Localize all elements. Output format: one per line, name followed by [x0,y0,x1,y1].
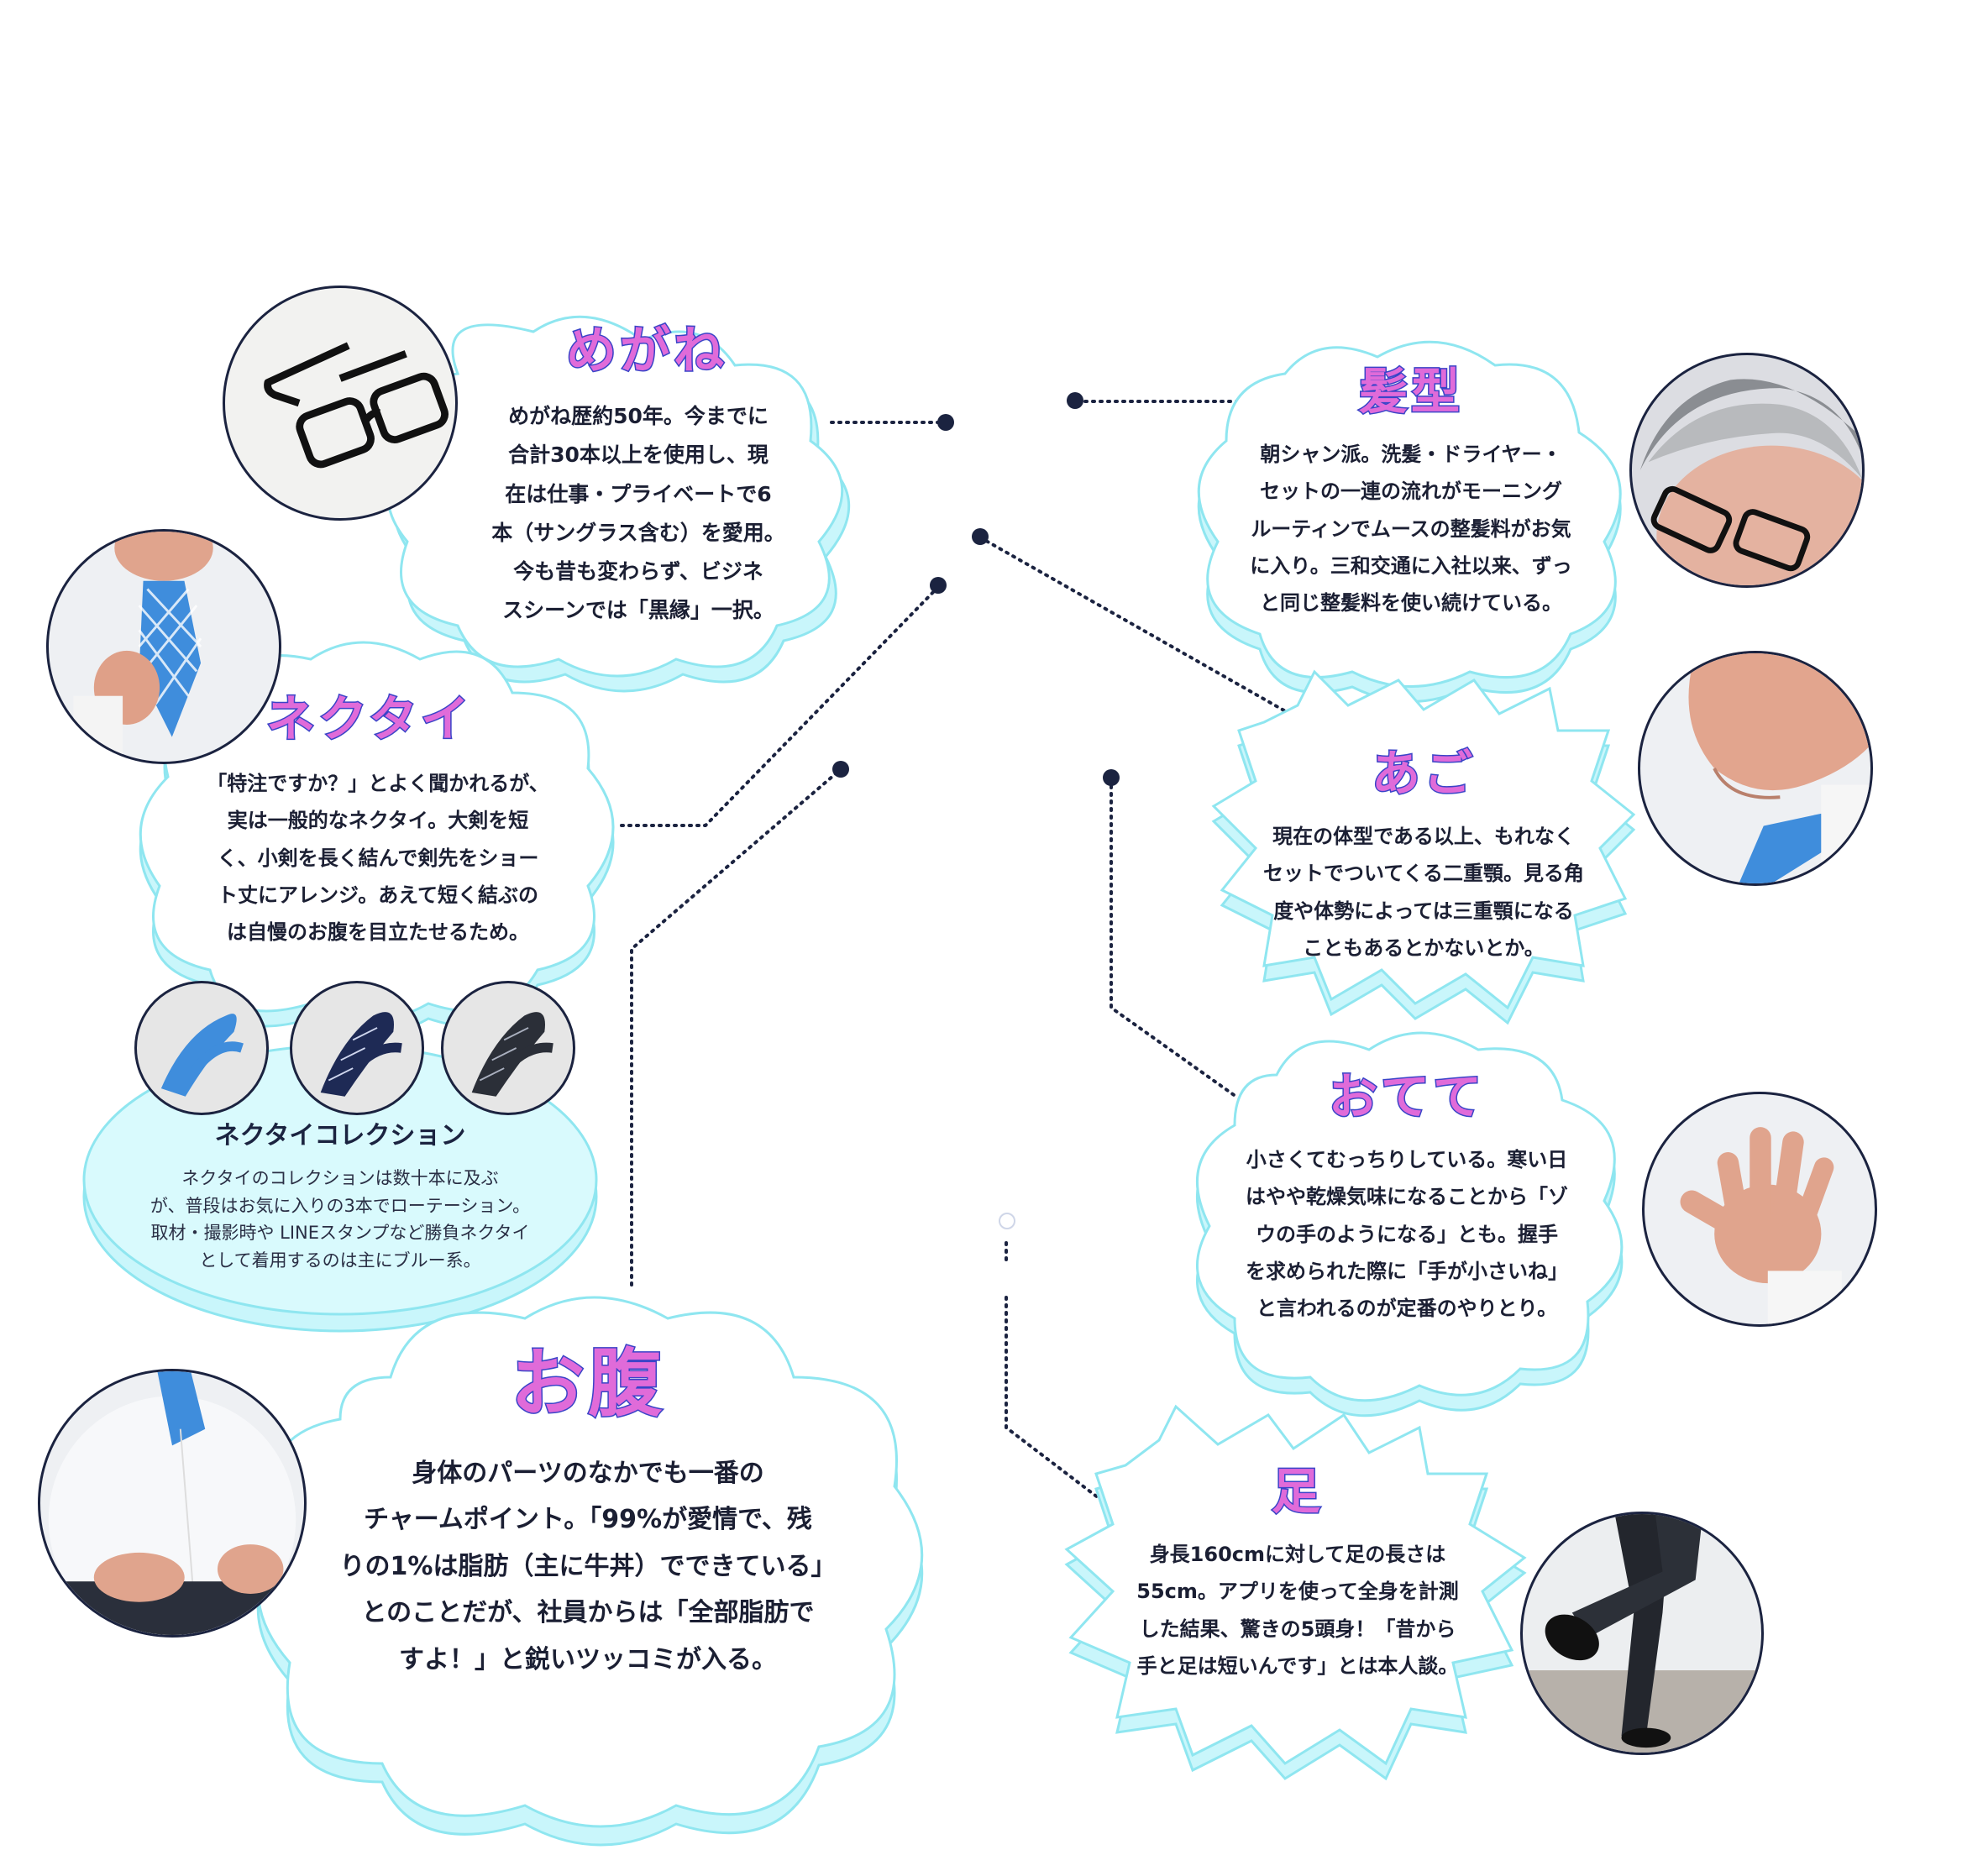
belly-photo [38,1369,307,1638]
connector-ashi [1005,1296,1110,1507]
navy-stripe-tie-icon [290,981,424,1115]
otete-bubble: おてて 小さくてむっちりしている。寒い日 はやや乾燥気味になることから「ゾ ウの… [1184,1031,1629,1417]
kamigata-bubble: 髪型 朝シャン派。洗髪・ドライヤー・ セットの一連の流れがモーニング ルーティン… [1193,340,1629,703]
connector-dot-otete [1103,769,1120,786]
necktie-photo [46,529,281,764]
legs-photo [1520,1512,1764,1755]
megane-title: めがね [565,322,727,380]
ago-bubble: あご 現在の体型である以上、もれなく セットでついてくる二重顎。見る角 度や体勢… [1211,669,1636,1025]
ago-title: あご [1370,745,1476,802]
ashi-title: 足 [1270,1463,1324,1520]
glasses-icon [264,342,449,469]
megane-bubble: めがね めがね歴約50年。今までに 合計30本以上を使用し、現 在は仕事・プライ… [382,315,852,693]
cloud-shape [1197,340,1622,703]
chin-photo [1638,651,1873,886]
connector-otete [1110,777,1238,1098]
onaka-body: 身体のパーツのなかでも一番の チャームポイント。「99%が愛情で、残 りの1%は… [339,1458,837,1674]
cloud-shape [386,315,851,693]
connector-dot-onaka [832,761,849,778]
burst-shape [1064,1404,1527,1781]
hair-icon [1639,379,1862,585]
cloud-shape [256,1296,924,1847]
burst-shape [1211,669,1636,1025]
otete-body: 小さくてむっちりしている。寒い日 はやや乾燥気味になることから「ゾ ウの手のよう… [1246,1147,1568,1321]
connector-ago [978,536,1302,721]
kamigata-title: 髪型 [1357,363,1463,420]
connector-dot-ago [972,528,989,545]
ago-body: 現在の体型である以上、もれなく セットでついてくる二重顎。見る角 度や体勢によっ… [1262,824,1585,960]
onaka-bubble: お腹 身体のパーツのなかでも一番の チャームポイント。「99%が愛情で、残 りの… [248,1293,928,1847]
chin-icon [1688,653,1870,883]
connector-necktie [620,584,941,827]
megane-body: めがね歴約50年。今までに 合計30本以上を使用し、現 在は仕事・プライベートで… [491,404,785,623]
necktie-body: 「特注ですか？」とよく聞かれるが、 実は一般的なネクタイ。大剣を短 く、小剣を長… [207,771,549,945]
connector-dot-kamigata [1067,392,1083,409]
hair-photo [1629,353,1865,588]
dark-stripe-tie-icon [441,981,575,1115]
connector-dot-megane [937,414,954,431]
connector-dot-hollow [999,1213,1015,1229]
connector-dot-necktie [930,577,947,594]
glasses-photo [223,286,458,521]
cloud-shape [139,641,615,1037]
legs-icon [1523,1514,1761,1753]
collection-title: ネクタイコレクション [214,1121,466,1150]
connector-onaka [630,768,842,1286]
hand-icon [1680,1127,1842,1324]
cloud-shape [1196,1031,1624,1417]
necktie-icon [73,532,213,762]
belly-icon [48,1371,304,1635]
ashi-body: 身長160cmに対して足の長さは 55cm。アプリを使って全身を計測 した結果、… [1136,1542,1459,1678]
hand-photo [1642,1092,1877,1327]
necktie-bubble: ネクタイ 「特注ですか？」とよく聞かれるが、 実は一般的なネクタイ。大剣を短 く… [134,641,622,1037]
onaka-title: お腹 [509,1340,665,1427]
collection-body: ネクタイのコレクションは数十本に及ぶ が、普段はお気に入りの3本でローテーション… [150,1168,531,1271]
necktie-title: ネクタイ [265,690,473,747]
ashi-bubble: 足 身長160cmに対して足の長さは 55cm。アプリを使って全身を計測 した結… [1064,1404,1529,1781]
blue-check-tie-icon [134,981,269,1115]
kamigata-body: 朝シャン派。洗髪・ドライヤー・ セットの一連の流れがモーニング ルーティンでムー… [1250,442,1572,616]
otete-title: おてて [1327,1068,1485,1125]
